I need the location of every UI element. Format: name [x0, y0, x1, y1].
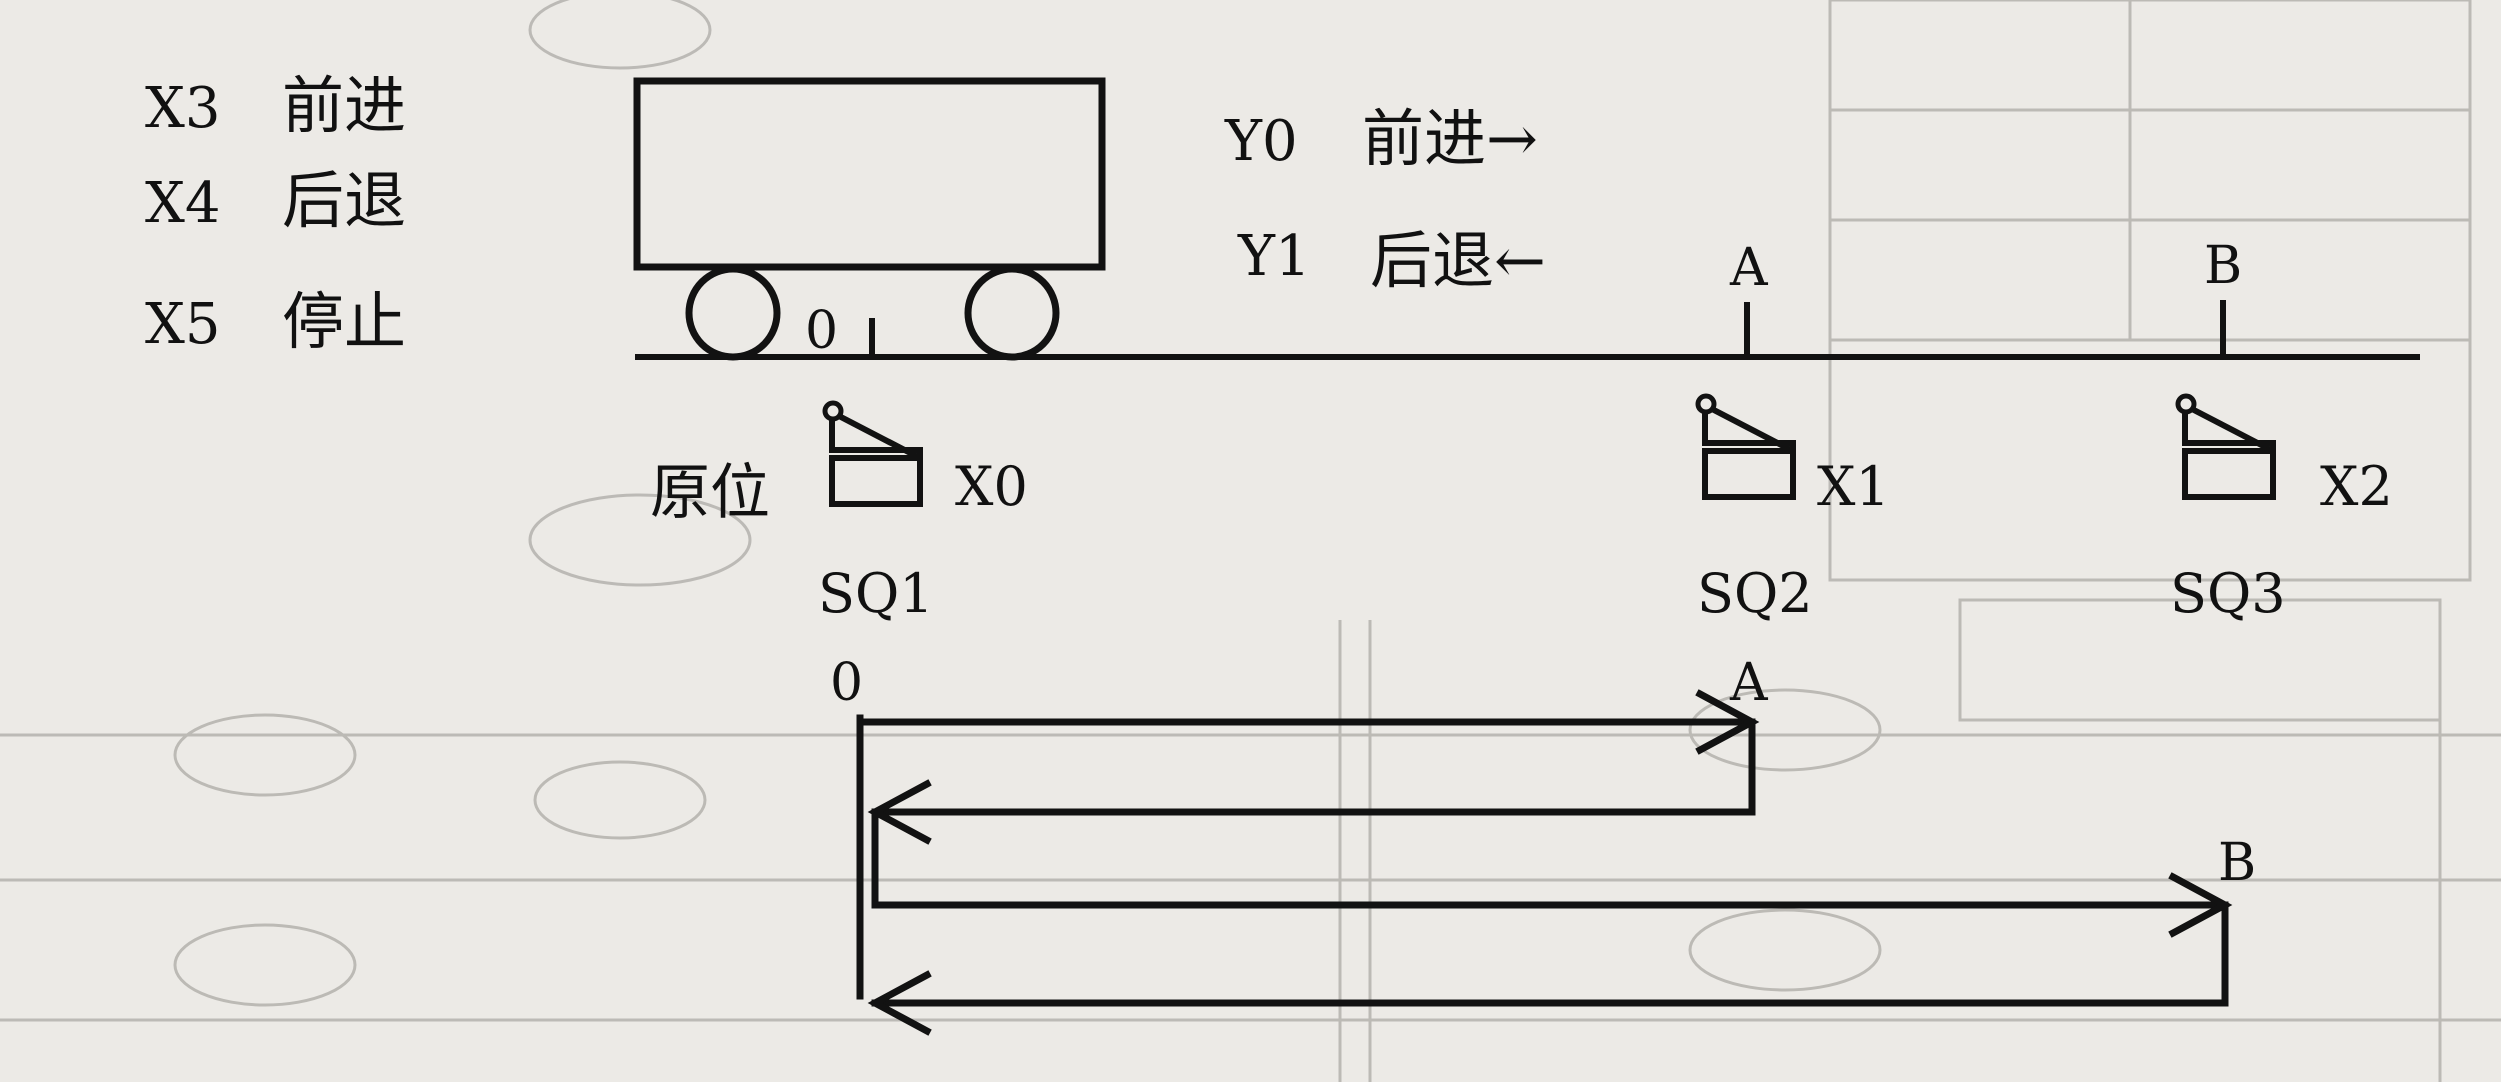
sq3-name: SQ3: [2170, 562, 2286, 625]
sq3-input: X2: [2320, 455, 2393, 518]
output-label-backward: 后退←: [1370, 224, 1546, 297]
origin-mark-label: 0: [805, 301, 838, 361]
output-code-y1: Y1: [1237, 224, 1311, 289]
input-label-backward: 后退: [282, 164, 406, 237]
cart-wheel-right: [964, 265, 1060, 361]
arrowhead-return-b: [867, 970, 932, 1036]
track: 0 A B: [635, 236, 2420, 361]
path-origin-label: 0: [830, 653, 863, 713]
sq1-name: SQ1: [818, 562, 934, 625]
limit-switch-sq2: X1 SQ2: [1695, 393, 1890, 625]
input-label-stop: 停止: [282, 285, 406, 358]
point-b-label: B: [2204, 236, 2242, 296]
path-leg-return-b: [871, 901, 2229, 1007]
cart: [633, 77, 1106, 361]
path-leg-return-a: [871, 718, 1756, 816]
sq1-input: X0: [955, 455, 1028, 518]
input-code-x5: X5: [145, 292, 221, 357]
sq2-input: X1: [1817, 455, 1890, 518]
limit-switch-sq3: X2 SQ3: [2170, 393, 2393, 625]
sq2-name: SQ2: [1697, 562, 1813, 625]
output-legend: Y0 前进→ Y1 后退←: [1224, 102, 1546, 297]
path-b-label: B: [2218, 833, 2256, 893]
sq1-caption: 原位: [650, 458, 770, 528]
output-label-forward: 前进→: [1362, 102, 1538, 175]
path-a-label: A: [1729, 653, 1769, 713]
path-leg-forward-b: [871, 808, 2229, 909]
cart-body: [633, 77, 1106, 271]
input-legend: X3 前进 X4 后退 X5 停止: [145, 69, 406, 358]
input-code-x3: X3: [145, 76, 221, 141]
input-code-x4: X4: [145, 171, 221, 236]
input-label-forward: 前进: [282, 69, 406, 142]
point-a-label: A: [1729, 238, 1769, 298]
limit-switch-sq1: 原位 X0 SQ1: [650, 400, 1028, 625]
motion-path: 0 A B: [830, 653, 2256, 1036]
cart-wheel-left: [685, 265, 781, 361]
output-code-y0: Y0: [1224, 109, 1298, 174]
